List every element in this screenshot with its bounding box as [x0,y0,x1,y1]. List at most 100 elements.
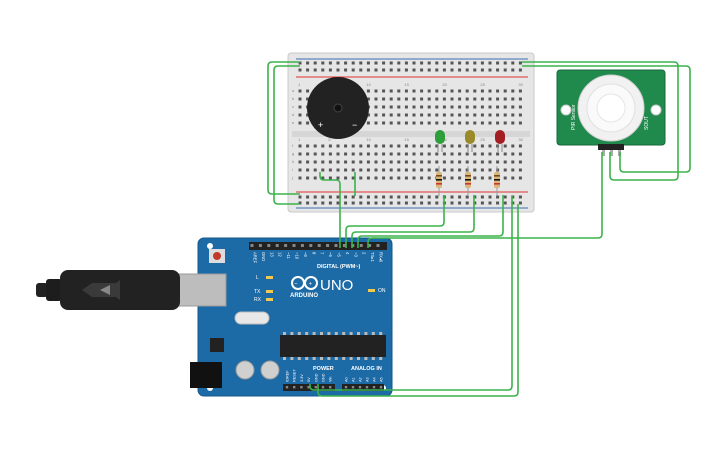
rail-hole [465,195,469,199]
terminal-hole [374,144,378,148]
rail-hole [458,61,462,65]
terminal-hole [374,89,378,93]
wires [267,61,691,397]
rail-hole [336,195,340,199]
rail-hole [427,68,431,72]
terminal-hole [366,97,370,101]
terminal-hole [518,152,522,156]
terminal-hole [313,168,317,172]
terminal-hole [473,97,477,101]
terminal-hole [298,160,302,164]
terminal-hole [321,168,325,172]
digital-pin-hole [267,244,271,247]
terminal-hole [420,121,424,125]
terminal-hole [321,160,325,164]
rail-hole [404,195,408,199]
terminal-hole [359,160,363,164]
terminal-hole [435,113,439,117]
terminal-hole [473,160,477,164]
terminal-hole [298,97,302,101]
terminal-hole [496,89,500,93]
power-pin-hole [314,386,317,389]
terminal-hole [488,168,492,172]
terminal-hole [511,168,515,172]
terminal-hole [404,113,408,117]
terminal-hole [344,168,348,172]
rail-hole [412,61,416,65]
terminal-hole [503,105,507,109]
wire-pir-vcc [522,61,679,181]
rail-hole [412,68,416,72]
rail-hole [366,201,370,205]
terminal-hole [351,144,355,148]
terminal-hole [480,160,484,164]
rail-hole [374,201,378,205]
column-numbers: 115510101515202025253030abcdefghij [291,82,524,180]
rail-hole [298,201,302,205]
terminal-hole [511,176,515,180]
terminal-hole [427,105,431,109]
wire-left-rail-loop [267,61,300,195]
terminal-hole [359,176,363,180]
digital-pin-hole [359,244,363,247]
terminal-hole [397,121,401,125]
power-pin-hole [329,386,332,389]
terminal-hole [435,160,439,164]
power-pin-hole [321,386,325,389]
analog-pin-hole [358,386,362,389]
usb-cable [36,270,180,310]
terminal-hole [298,176,302,180]
pir-left-label: PIR Sensor [571,104,577,130]
rail-hole [473,68,477,72]
chip-pin [364,332,368,335]
power-pin-label: 3.3V [300,374,304,382]
terminal-hole [435,97,439,101]
terminal-hole [404,97,408,101]
terminal-hole [496,152,500,156]
row-letter: c [292,104,294,109]
power-pin-hole [300,386,303,389]
rail-hole [366,61,370,65]
row-letter: b [292,96,295,101]
rail-hole [496,61,500,65]
terminal-hole [374,113,378,117]
rail-hole [412,195,416,199]
rail-hole [359,201,363,205]
terminal-hole [511,113,515,117]
terminal-hole [496,105,500,109]
rail-hole [450,201,454,205]
rail-hole [306,195,310,199]
rail-hole [397,61,401,65]
terminal-hole [397,113,401,117]
terminal-hole [511,97,515,101]
rail-hole [442,61,446,65]
terminal-hole [389,97,393,101]
terminal-hole [366,168,370,172]
wire-led-yellow [351,195,475,248]
terminal-hole [488,176,492,180]
chip-pin [305,332,309,335]
chip-pin [297,357,301,360]
terminal-hole [328,160,332,164]
terminal-hole [344,160,348,164]
rail-hole [389,201,393,205]
terminal-hole [382,176,386,180]
terminal-hole [306,176,310,180]
rail-hole [313,195,317,199]
terminal-hole [496,160,500,164]
terminal-hole [442,168,446,172]
terminal-hole [518,168,522,172]
terminal-hole [374,121,378,125]
terminal-hole [503,152,507,156]
power-pin-label: GND [314,373,318,382]
chip-pin [349,332,353,335]
rail-hole [496,195,500,199]
rail-hole [397,195,401,199]
wire-led-green [345,195,445,248]
digital-pin-hole [300,244,304,247]
terminal-hole [458,113,462,117]
terminal-hole [496,113,500,117]
terminal-hole [465,160,469,164]
